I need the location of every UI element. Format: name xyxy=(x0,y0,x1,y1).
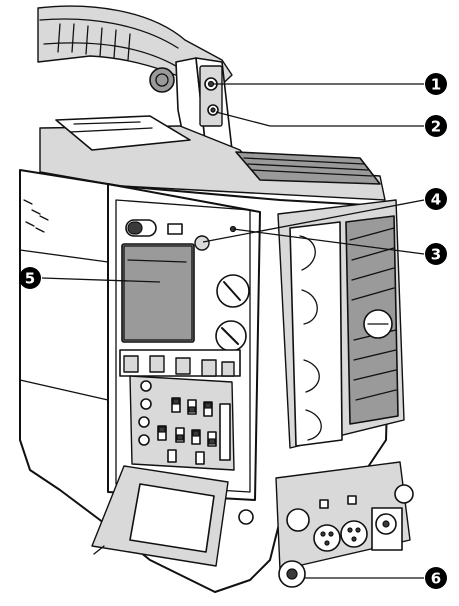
callout-3: 3 xyxy=(425,243,447,265)
svg-text:2: 2 xyxy=(431,118,441,136)
rear-connector-panel xyxy=(238,461,414,588)
function-key-row[interactable] xyxy=(119,349,241,377)
svg-text:6: 6 xyxy=(431,570,441,588)
toggle-switches[interactable] xyxy=(157,397,217,465)
handle-screw-knob xyxy=(149,67,175,93)
callout-6: 6 xyxy=(425,567,447,589)
leader-lines xyxy=(41,83,425,579)
handle-front-connectors xyxy=(199,65,223,127)
battery-mount-plate xyxy=(277,199,405,449)
side-control-panel xyxy=(119,219,250,471)
svg-text:4: 4 xyxy=(431,191,441,209)
foldout-monitor[interactable] xyxy=(91,465,229,567)
card-slot[interactable] xyxy=(219,403,231,461)
callout-1: 1 xyxy=(425,73,447,95)
button-4[interactable] xyxy=(194,235,210,251)
top-deck xyxy=(39,115,386,201)
svg-text:3: 3 xyxy=(431,246,441,264)
callout-5: 5 xyxy=(19,267,41,289)
lcd-screen-5 xyxy=(121,243,195,343)
small-toggle[interactable] xyxy=(167,223,183,235)
callout-2: 2 xyxy=(425,115,447,137)
screw-hole xyxy=(238,509,254,525)
svg-text:1: 1 xyxy=(431,76,441,94)
callout-4: 4 xyxy=(425,188,447,210)
connector-small-round[interactable] xyxy=(286,508,310,532)
xlr-input-2[interactable] xyxy=(340,520,368,548)
xlr-input-1[interactable] xyxy=(313,524,341,552)
svg-text:5: 5 xyxy=(25,270,35,288)
